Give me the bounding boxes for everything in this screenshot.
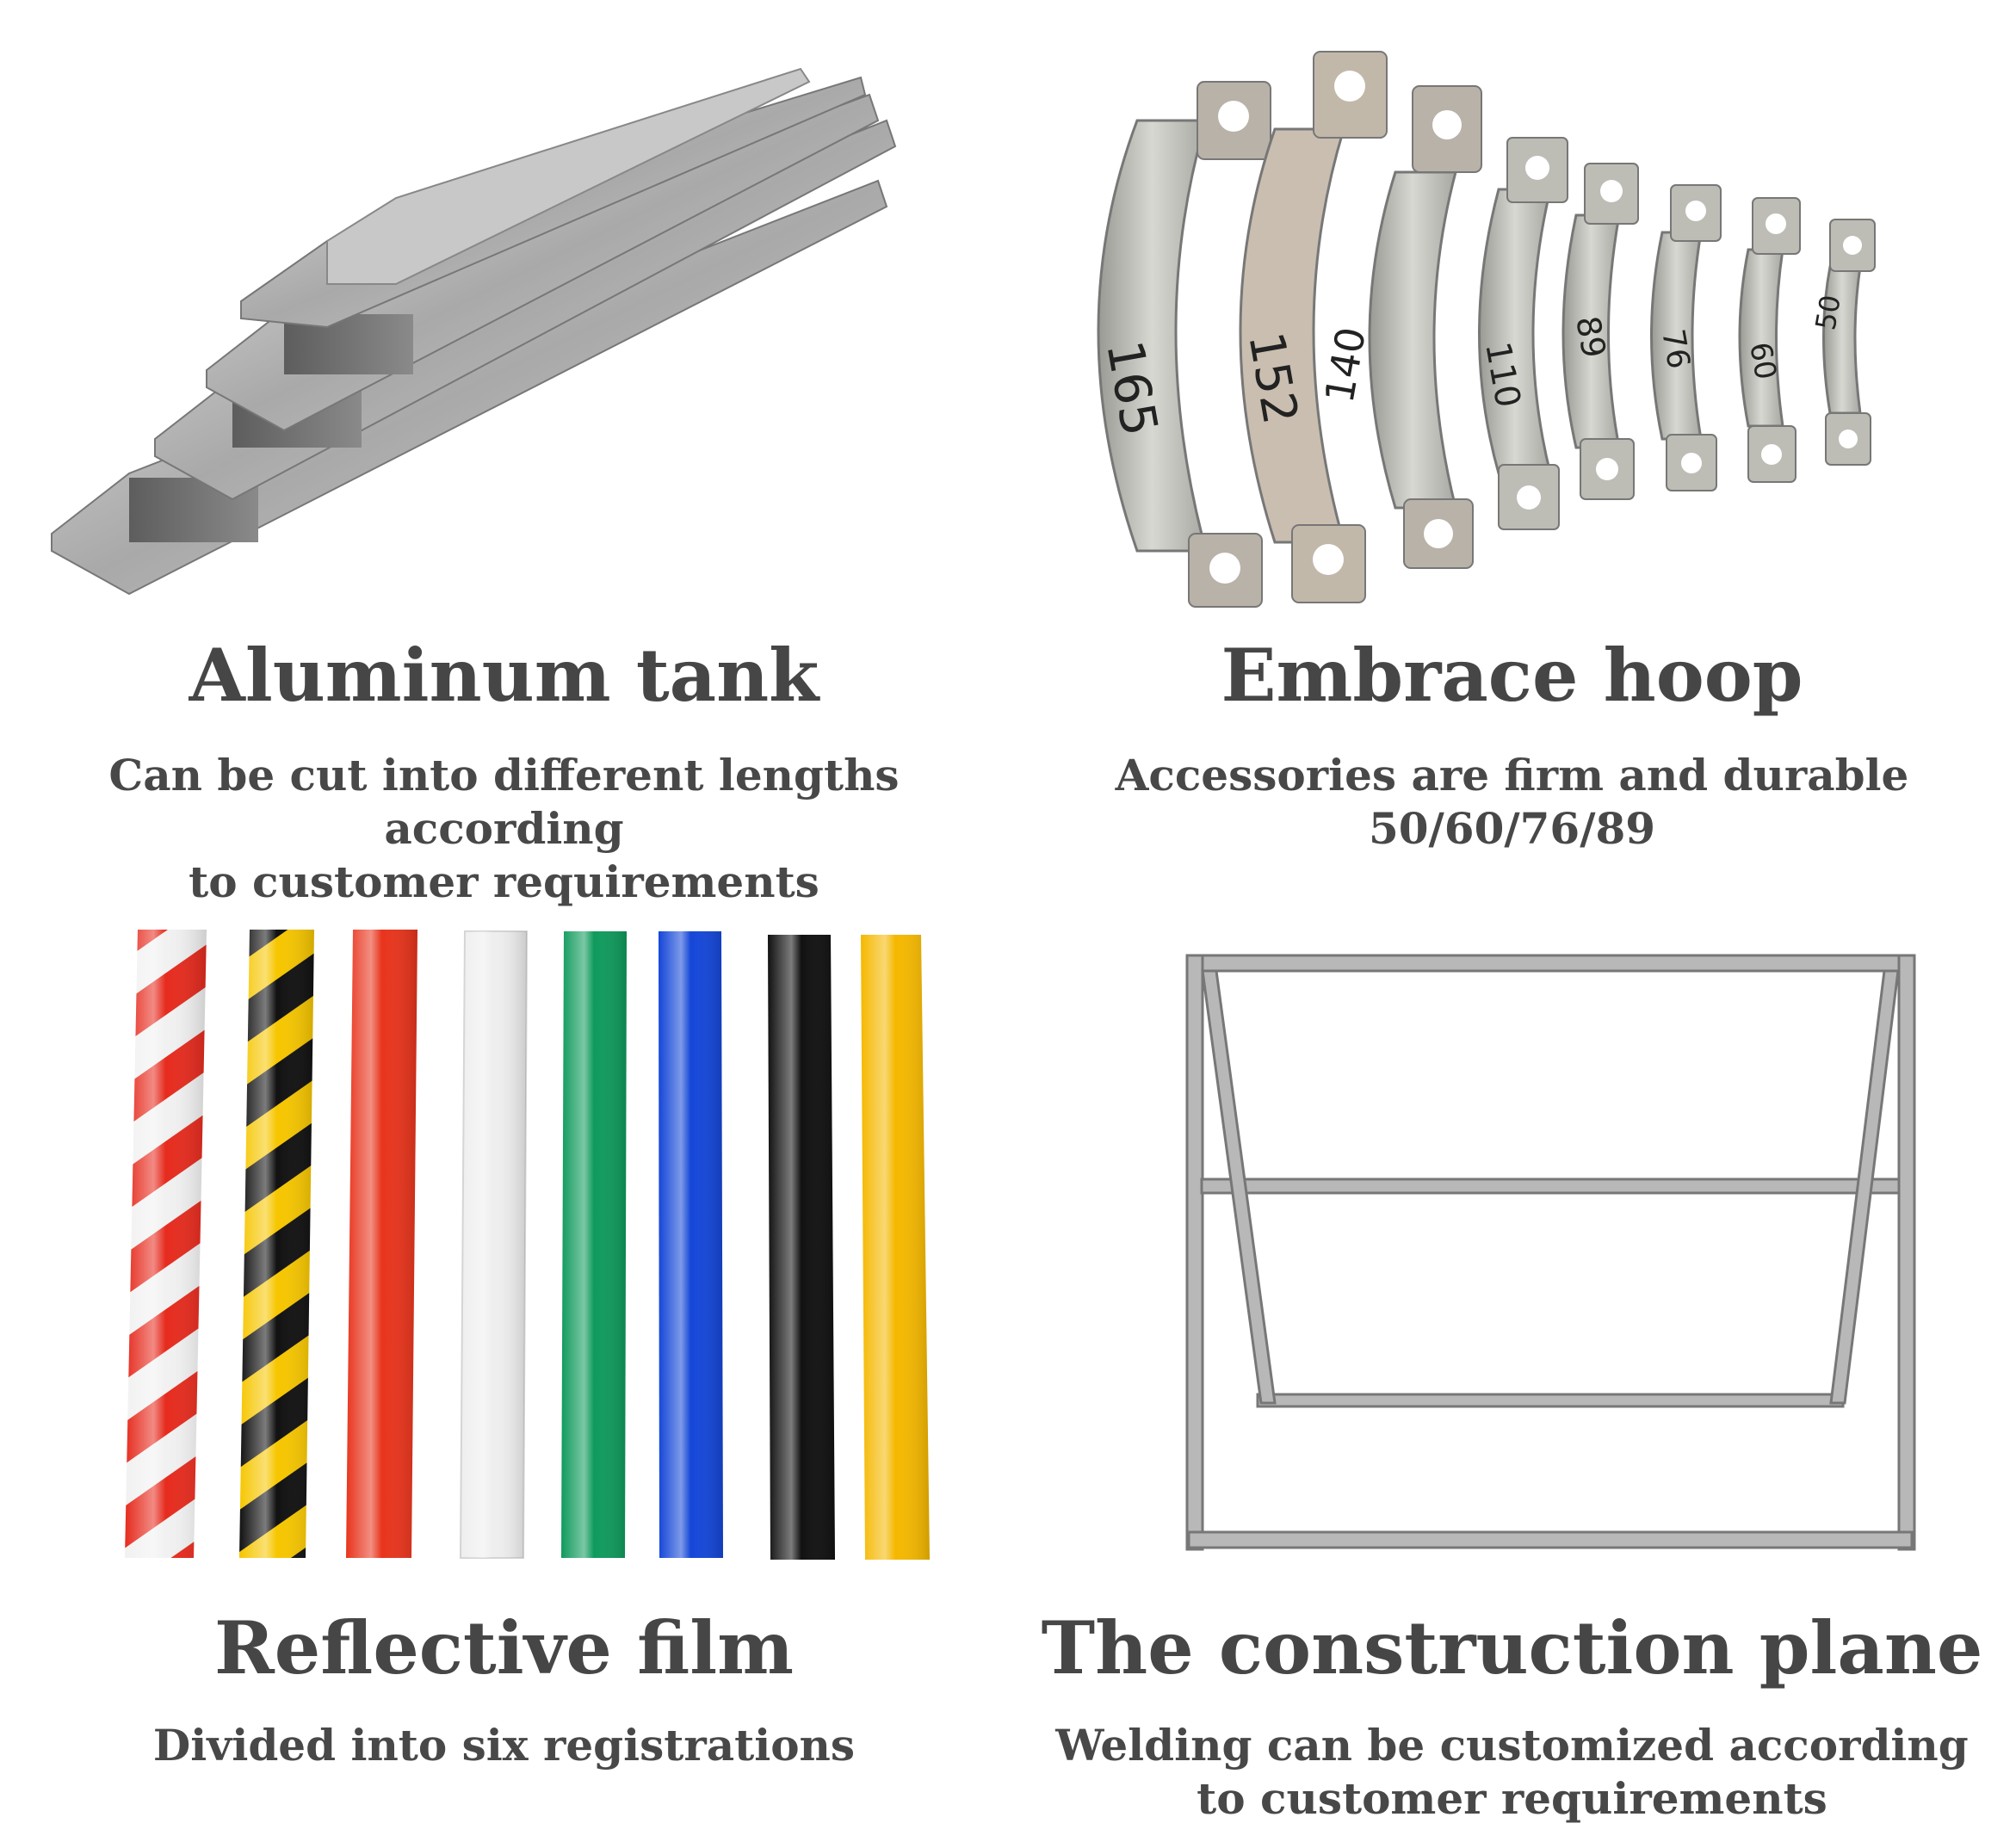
construction-stand-image [1008,921,2016,1575]
aluminum-tank-image [0,0,1008,620]
film-rolls [125,930,930,1560]
reflective-film-image [0,921,1008,1575]
product-description: Divided into six registrations [0,1719,1008,1772]
product-description: Welding can be customized according to c… [1008,1719,2016,1826]
description-line: to customer requirements [1197,1773,1827,1824]
hoop-label: 60 [1742,340,1783,383]
product-description: Accessories are firm and durable 50/60/7… [1008,749,2016,856]
product-description: Can be cut into different lengths accord… [0,749,1008,909]
description-line: to customer requirements [189,856,819,907]
description-line: Divided into six registrations [152,1720,856,1771]
product-card-reflective-film: Reflective film Divided into six registr… [0,921,1008,1842]
embrace-hoop-image: 165 152 140 [1008,0,2016,620]
hoop-label: 76 [1654,326,1696,371]
product-title: Aluminum tank [189,633,819,718]
product-title: Reflective film [214,1605,794,1690]
product-card-embrace-hoop: 165 152 140 [1008,0,2016,921]
product-card-aluminum-tank: Aluminum tank Can be cut into different … [0,0,1008,921]
description-line: Accessories are firm and durable [1115,750,1909,800]
product-title: Embrace hoop [1221,633,1803,718]
product-title: The construction plane [1041,1605,1983,1690]
product-card-construction-plane: The construction plane Welding can be cu… [1008,921,2016,1842]
description-line: 50/60/76/89 [1368,803,1656,854]
description-line: Can be cut into different lengths accord… [108,750,900,854]
hoop-label: 140 [1316,324,1375,406]
description-line: Welding can be customized according [1055,1720,1969,1771]
hoop-label: 50 [1809,293,1846,333]
hoop-label: 89 [1568,313,1613,361]
